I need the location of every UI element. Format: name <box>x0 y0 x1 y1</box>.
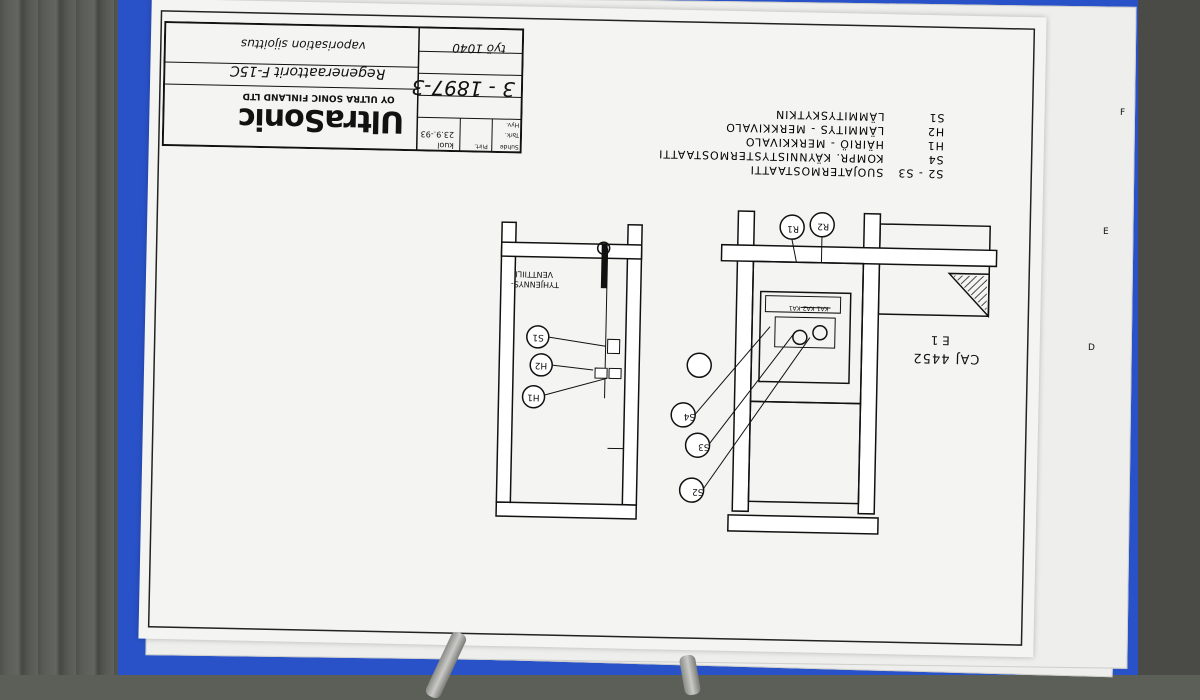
date-value: 23.9.-93 <box>421 129 455 139</box>
callout-s3: S3 <box>698 441 710 451</box>
margin-letter-d: D <box>1088 343 1095 353</box>
panel-label-3: KA1 <box>789 304 801 311</box>
legend-code: S2 - S3 <box>883 165 943 180</box>
legend-code: S1 <box>884 109 944 124</box>
callout-r1: R1 <box>787 223 799 233</box>
row-label-hyv: Hyv. <box>506 121 519 128</box>
callout-s2: S2 <box>692 486 704 496</box>
drawing-subtitle: vaporisation sijoittus <box>241 37 366 54</box>
margin-letter-f: F <box>1120 108 1125 118</box>
row-label-tark: Tark. <box>505 131 519 138</box>
legend: S2 - S3SUOJATERMOSTAATTI S4KOMPR. KÄYNNI… <box>658 104 945 180</box>
callout-r2: R2 <box>817 221 829 231</box>
panel-label-2: KA2 <box>803 304 815 311</box>
row-label-suhde: Suhde <box>500 143 519 150</box>
legend-code: H1 <box>884 137 944 152</box>
drawing-title: Regeneraattorit F-15C <box>230 62 386 81</box>
drawing-content: Suhde Piirt. Tark. Hyv. 23.9.-93 kuol Ul… <box>138 0 1046 657</box>
callout-h1: H1 <box>527 392 540 402</box>
valve-label-line1: TYHJENNYS- <box>511 279 559 289</box>
legend-text: LÄMMITYSKYTKIN <box>775 108 885 123</box>
unit-label: CAJ 4452 <box>912 350 979 366</box>
unit-sub-label: E 1 <box>931 333 950 347</box>
callout-h2: H2 <box>535 360 548 370</box>
company-logo-text: UltraSonic <box>238 101 404 139</box>
valve-label-line2: VENTTIILI <box>515 269 553 279</box>
work-number: työ 1040 <box>452 41 506 56</box>
front-view-drawing <box>655 199 1002 556</box>
photo-scene: F E D Suhde Piirt. Tark <box>0 0 1200 675</box>
legend-code: S4 <box>883 151 943 166</box>
initials-value: kuol <box>437 141 454 150</box>
callout-s4: S4 <box>684 411 696 421</box>
margin-letter-e: E <box>1103 227 1109 237</box>
side-view-drawing <box>466 215 653 539</box>
drawing-sheet: Suhde Piirt. Tark. Hyv. 23.9.-93 kuol Ul… <box>138 0 1046 657</box>
drawing-number: 3 - 1897-3 <box>411 75 515 101</box>
legend-code: H2 <box>884 123 944 138</box>
callout-s1: S1 <box>532 332 544 342</box>
legend-text: SUOJATERMOSTAATTI <box>749 163 883 179</box>
background-wall <box>1138 0 1200 675</box>
row-label-piirt: Piirt. <box>474 142 488 149</box>
panel-label-1: KA1 <box>817 305 829 312</box>
